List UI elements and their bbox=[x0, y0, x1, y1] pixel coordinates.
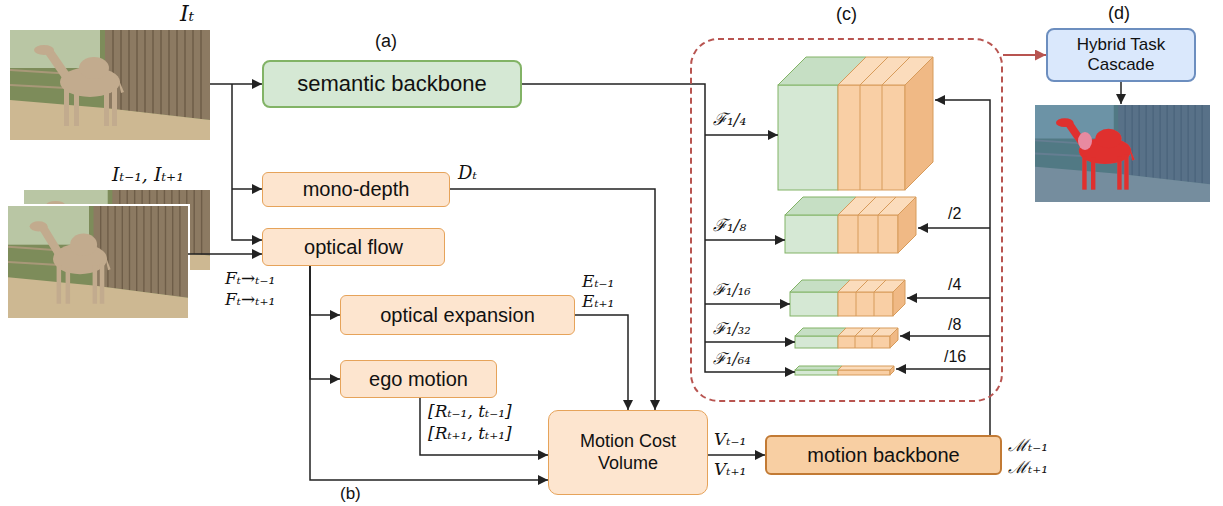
connector bbox=[708, 454, 765, 456]
wire bbox=[900, 335, 990, 337]
process-box: optical flow bbox=[262, 228, 445, 266]
part-label: (d) bbox=[1108, 4, 1130, 24]
wire bbox=[188, 253, 262, 255]
box-label: ego motion bbox=[369, 367, 468, 391]
feature-block bbox=[790, 292, 838, 316]
edge-label: Dₜ bbox=[458, 163, 477, 183]
feature-block bbox=[860, 57, 910, 190]
math-symbol: ℱ₁/₈ bbox=[713, 216, 746, 235]
math-symbol: Iₜ₋₁, Iₜ₊₁ bbox=[112, 164, 184, 185]
wire bbox=[232, 84, 262, 240]
feature-block bbox=[890, 366, 894, 375]
feature-block bbox=[898, 197, 916, 253]
output-photo bbox=[1056, 118, 1135, 189]
feature-block bbox=[778, 57, 933, 375]
output-photo bbox=[1035, 105, 1210, 202]
feature-block bbox=[838, 366, 894, 370]
feature-block bbox=[795, 328, 846, 336]
input-photo bbox=[10, 30, 210, 140]
backbone-box: motion backbone bbox=[765, 435, 1002, 475]
feature-block bbox=[838, 370, 890, 375]
math-symbol: Vₜ₊₁ bbox=[714, 460, 746, 479]
wire bbox=[705, 303, 790, 305]
box-label: Hybrid Task Cascade bbox=[1056, 35, 1186, 76]
feature-block bbox=[855, 328, 880, 348]
wire bbox=[896, 368, 990, 370]
box-label: optical expansion bbox=[380, 303, 535, 327]
feature-block bbox=[778, 85, 838, 190]
input-photo bbox=[6, 204, 190, 320]
feature-block bbox=[795, 366, 842, 370]
wire bbox=[918, 227, 990, 229]
box-label: Motion Cost Volume bbox=[557, 431, 699, 474]
math-symbol: ℱ₁/₆₄ bbox=[713, 350, 751, 368]
feature-block bbox=[893, 280, 905, 316]
math-symbol: ℱ₁/₁₆ bbox=[713, 281, 751, 299]
feature-block bbox=[838, 336, 890, 348]
math-symbol: ℳₜ₊₁ bbox=[1008, 458, 1048, 477]
box-label: semantic backbone bbox=[297, 71, 487, 97]
wire bbox=[705, 134, 778, 136]
feature-block bbox=[838, 292, 893, 316]
backbone-box: semantic backbone bbox=[262, 60, 522, 108]
cost-volume-box: Motion Cost Volume bbox=[548, 410, 708, 495]
connector bbox=[989, 402, 991, 435]
wire bbox=[1120, 82, 1122, 104]
math-symbol: Eₜ₋₁ bbox=[582, 272, 614, 291]
process-box: ego motion bbox=[340, 360, 497, 398]
wire bbox=[935, 100, 990, 402]
math-symbol: ℱ₁/₃₂ bbox=[713, 320, 751, 338]
feature-block bbox=[795, 336, 838, 348]
connector bbox=[420, 398, 548, 455]
input-photo bbox=[8, 206, 188, 318]
process-box: optical expansion bbox=[340, 295, 575, 335]
part-label: /16 bbox=[944, 348, 966, 366]
math-symbol: Fₜ→ₜ₊₁ bbox=[225, 290, 275, 309]
wire bbox=[705, 341, 795, 343]
math-symbol: ℱ₁/₄ bbox=[713, 110, 746, 129]
part-label: (a) bbox=[375, 32, 397, 52]
math-symbol: Vₜ₋₁ bbox=[714, 430, 746, 449]
wire bbox=[232, 188, 262, 190]
box-label: mono-depth bbox=[303, 177, 410, 201]
wire bbox=[907, 297, 990, 299]
math-symbol: ℳₜ₋₁ bbox=[1008, 436, 1048, 455]
feature-block bbox=[890, 328, 898, 348]
math-symbol: [Rₜ₋₁, tₜ₋₁] bbox=[428, 402, 512, 421]
part-label: /4 bbox=[948, 276, 961, 294]
feature-block bbox=[905, 57, 933, 190]
feature-block bbox=[795, 370, 838, 375]
output-photo bbox=[1035, 105, 1210, 202]
feature-block bbox=[785, 215, 838, 253]
feature-block bbox=[838, 328, 898, 336]
output-photo bbox=[1035, 105, 1210, 202]
box-label: motion backbone bbox=[807, 443, 959, 467]
math-symbol: [Rₜ₊₁, tₜ₊₁] bbox=[428, 424, 512, 443]
process-box: mono-depth bbox=[262, 172, 450, 207]
region-heading: (c) bbox=[692, 4, 1001, 26]
math-symbol: Iₜ bbox=[180, 2, 194, 26]
part-label: /2 bbox=[948, 205, 961, 223]
head-box: Hybrid Task Cascade bbox=[1046, 28, 1196, 82]
connector bbox=[1003, 54, 1046, 56]
part-label: (b) bbox=[340, 485, 361, 504]
connector bbox=[575, 315, 628, 410]
connector bbox=[310, 266, 340, 379]
feature-block bbox=[838, 215, 898, 253]
wire bbox=[210, 83, 262, 85]
wire bbox=[705, 239, 785, 241]
feature-block bbox=[858, 197, 896, 253]
feature-block bbox=[838, 85, 905, 190]
box-label: optical flow bbox=[304, 235, 403, 259]
feature-block bbox=[856, 280, 886, 316]
part-label: /8 bbox=[948, 316, 961, 334]
math-symbol: Fₜ→ₜ₋₁ bbox=[225, 269, 275, 288]
connector bbox=[310, 266, 340, 315]
input-photo bbox=[6, 30, 210, 320]
output-photo bbox=[1078, 132, 1092, 150]
math-symbol: Eₜ₊₁ bbox=[582, 292, 614, 311]
